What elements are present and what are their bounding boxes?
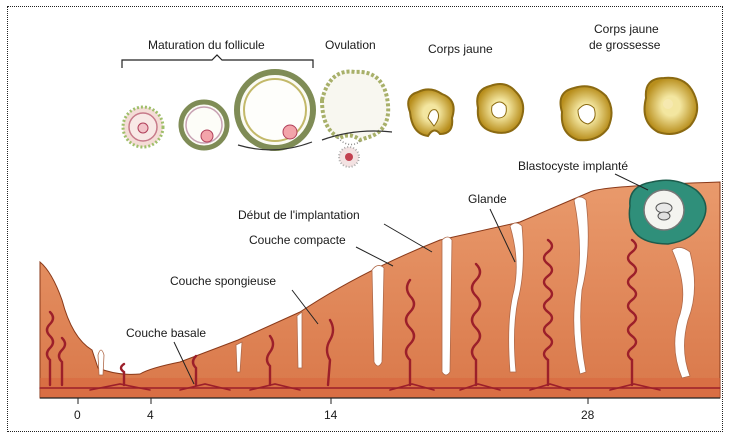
debut-implantation-leader	[384, 224, 432, 252]
follicle-primary	[123, 107, 163, 147]
follicle-secondary	[181, 102, 227, 148]
debut-implantation-label: Début de l'implantation	[238, 208, 360, 222]
corpus-luteum-pregnancy	[645, 78, 698, 134]
ovulation-follicle	[322, 72, 392, 167]
corpus-luteum-2	[477, 84, 523, 133]
couche-basale-label: Couche basale	[126, 326, 206, 340]
follicle-mature	[237, 72, 313, 150]
corpus-luteum-3	[561, 86, 612, 140]
maturation-label: Maturation du follicule	[148, 38, 265, 52]
tick-label-4: 4	[147, 408, 154, 422]
corps-jaune-grossesse-label-2: de grossesse	[589, 38, 661, 52]
tick-label-0: 0	[74, 408, 81, 422]
blastocyste-label: Blastocyste implanté	[518, 159, 628, 173]
maturation-bracket	[122, 55, 313, 68]
corps-jaune-grossesse-label-1: Corps jaune	[594, 22, 659, 36]
couche-compacte-leader	[356, 247, 393, 266]
tick-label-14: 14	[324, 408, 338, 422]
glande-label: Glande	[468, 192, 507, 206]
couche-spongieuse-label: Couche spongieuse	[170, 274, 276, 288]
couche-compacte-label: Couche compacte	[249, 233, 346, 247]
corps-jaune-label: Corps jaune	[428, 42, 493, 56]
day-axis: 0 4 14 28	[40, 398, 720, 422]
ovulation-label: Ovulation	[325, 38, 376, 52]
tick-label-28: 28	[581, 408, 595, 422]
corpus-luteum-1	[408, 89, 453, 136]
